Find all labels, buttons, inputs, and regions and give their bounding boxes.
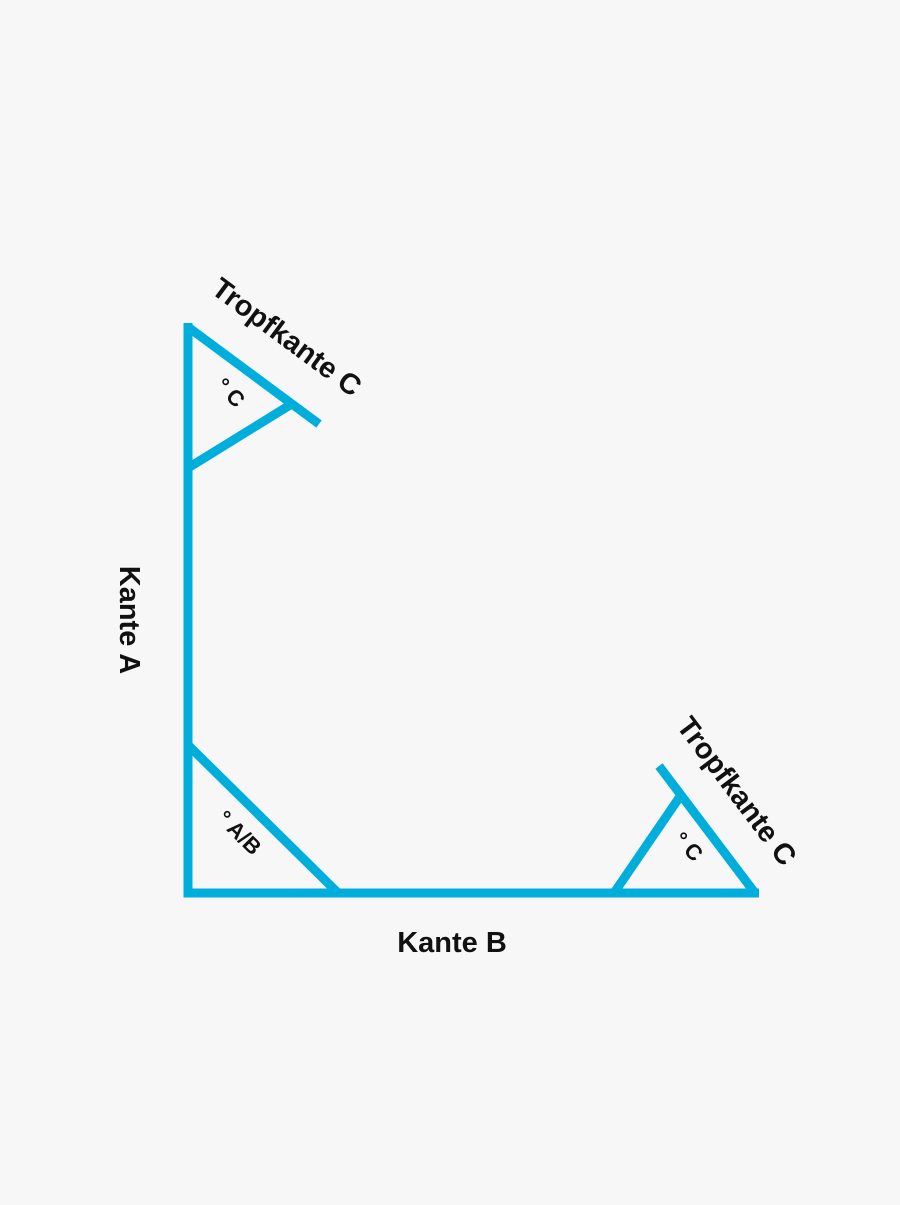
- drip-edge-right-line: [655, 763, 759, 896]
- edge-b-label: Kante B: [397, 927, 507, 959]
- angle-top-label: ° C: [211, 373, 251, 413]
- angle-right-label: ° C: [669, 827, 709, 867]
- angle-corner-brace: [184, 741, 342, 897]
- angle-right-brace: [610, 792, 685, 896]
- edge-a-line: [183, 323, 759, 898]
- angle-top-brace: [185, 401, 293, 472]
- edge-a-label: Kante A: [113, 566, 145, 675]
- drip-edge-top-line: [185, 323, 322, 428]
